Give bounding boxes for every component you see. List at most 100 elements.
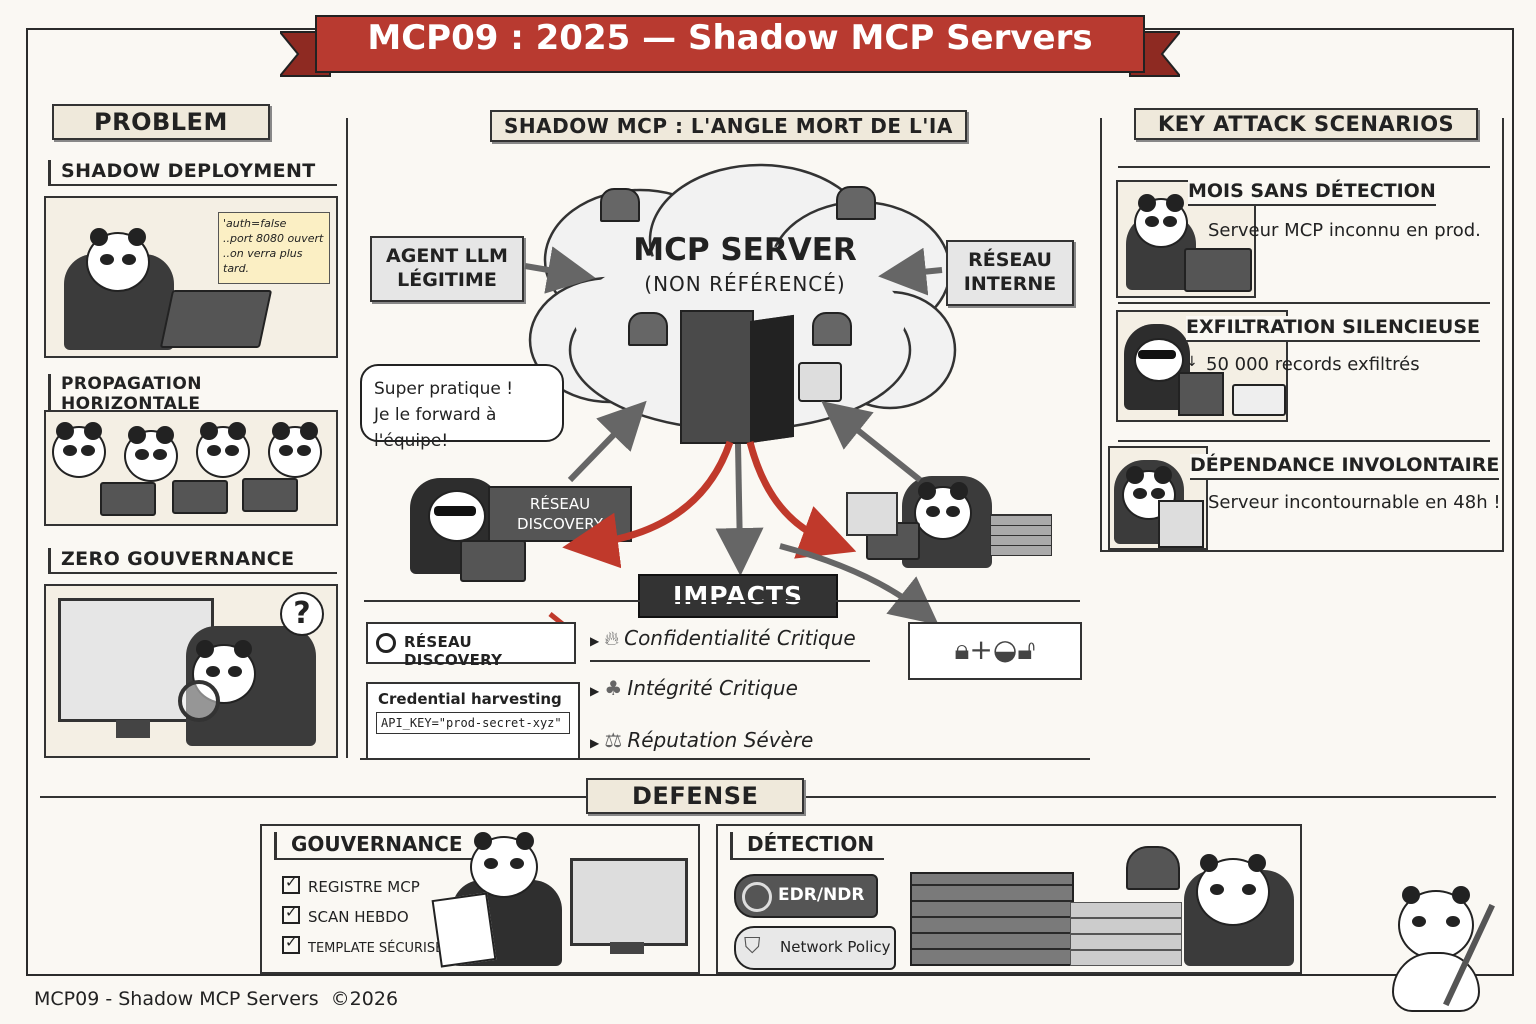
alarm-beacon-icon [836, 186, 876, 220]
vector-reseau-discovery-label: RÉSEAU DISCOVERY [404, 633, 503, 669]
impact-rule [590, 660, 870, 662]
search-icon [376, 633, 396, 653]
page-title: MCP09 : 2025 — Shadow MCP Servers [367, 18, 1093, 58]
hacker-face [428, 490, 486, 542]
monitor-stand [610, 942, 644, 954]
checklist-item-label: SCAN HEBDO [308, 908, 409, 926]
impacts-label: IMPACTS [673, 581, 803, 610]
problem-shadow-deployment-label: Shadow deployment [48, 160, 337, 186]
panda-icon [470, 832, 538, 898]
config-note: 'auth=false ..port 8080 ouvert ..on verr… [218, 212, 330, 284]
panda-icon [1134, 194, 1188, 248]
impact-integrite-label: Intégrité Critique [627, 676, 798, 700]
leaf-icon: ♣ [604, 676, 623, 700]
scenario-rule [1118, 440, 1490, 442]
impact-integrite: ▶ ♣ Intégrité Critique [590, 676, 798, 700]
panda-icon [86, 228, 150, 292]
play-bullet-icon: ▶ [590, 634, 600, 648]
laptop-icon [159, 290, 273, 348]
dashboard-monitor-icon [570, 858, 688, 946]
fire-icon: 🔥︎ [604, 626, 620, 650]
config-note-line: 'auth=false [223, 217, 287, 230]
lock-equation-box: 🔒︎+◒🔓︎ [908, 622, 1082, 680]
padlock-icon [798, 362, 842, 402]
propagation-scene [44, 410, 338, 526]
problem-column [36, 118, 348, 758]
checklist-item-label: REGISTRE MCP [308, 878, 420, 896]
mascot-panda-icon [1398, 886, 1474, 960]
problem-zero-gouvernance-label: Zero Gouvernance [48, 548, 337, 574]
footer-text: MCP09 - Shadow MCP Servers ©2026 [34, 988, 399, 1010]
laptop-icon [172, 480, 228, 514]
scales-icon: ⚖ [604, 728, 623, 752]
agent-llm-box: AGENT LLM LÉGITIME [370, 236, 524, 302]
panda-icon [268, 422, 322, 478]
sunglasses-icon [1138, 350, 1176, 359]
alarm-beacon-icon [600, 188, 640, 222]
config-note-line: ..port 8080 ouvert [223, 232, 324, 245]
checklist-item-label: TEMPLATE SÉCURISÉ [308, 941, 444, 956]
download-arrow-icon: ↓ [1186, 354, 1198, 370]
vector-credential-harvesting: Credential harvesting API_KEY="prod-secr… [366, 682, 580, 760]
scenario-1-text: Serveur MCP inconnu en prod. [1208, 220, 1481, 241]
impacts-banner: IMPACTS [638, 574, 838, 618]
panda-icon [124, 426, 178, 482]
agent-llm-label: AGENT LLM LÉGITIME [386, 245, 508, 291]
laptop-icon [100, 482, 156, 516]
scenario-rule [1118, 166, 1490, 168]
impact-confidentialite: ▶ 🔥︎ Confidentialité Critique [590, 626, 856, 650]
firewall-brick-wall [910, 872, 1074, 966]
scenario-2-title: EXFILTRATION SILENCIEUSE [1186, 316, 1480, 342]
impact-reputation-label: Réputation Sévère [627, 728, 814, 752]
reseau-interne-label: RÉSEAU INTERNE [963, 249, 1057, 295]
mcp-server-title: MCP SERVER [633, 232, 857, 268]
scenario-1-title: MOIS SANS DÉTECTION [1188, 180, 1436, 206]
scenario-2-text: 50 000 records exfiltrés [1206, 354, 1420, 375]
impacts-rule [364, 600, 1080, 602]
governance-checklist: REGISTRE MCP SCAN HEBDO TEMPLATE SÉCURIS… [282, 872, 443, 960]
speech-line: Je le forward à l'équipe! [374, 405, 497, 451]
speech-line: Super pratique ! [374, 379, 514, 399]
checklist-item: REGISTRE MCP [282, 873, 443, 896]
edr-ndr-label: EDR/NDR [778, 885, 865, 905]
brick-wall-icon [990, 514, 1052, 556]
padlock-open-icon: 🔓︎ [1017, 633, 1036, 666]
scenario-rule [1118, 302, 1490, 304]
flow-arrows [524, 246, 943, 630]
vector-reseau-discovery: RÉSEAU DISCOVERY [366, 622, 576, 669]
impact-confidentialite-label: Confidentialité Critique [624, 626, 856, 650]
question-mark-icon: ? [280, 592, 324, 636]
edr-ndr-device: EDR/NDR [734, 874, 878, 918]
config-note-line: ..on verra plus tard. [223, 247, 303, 275]
checkbox-checked-icon [282, 903, 300, 924]
shadow-deployment-scene: 'auth=false ..port 8080 ouvert ..on verr… [44, 196, 338, 358]
hacker-face [1134, 338, 1184, 382]
reseau-interne-box: RÉSEAU INTERNE [946, 240, 1074, 306]
governance-title: GOUVERNANCE [274, 832, 473, 860]
server-stack-icon [1178, 372, 1224, 416]
checkbox-checked-icon [282, 873, 300, 894]
alarm-beacon-icon [812, 312, 852, 346]
scenario-3-text: Serveur incontournable en 48h ! [1208, 492, 1501, 513]
alarm-beacon-icon [1126, 846, 1180, 890]
api-key-code: API_KEY="prod-secret-xyz" [376, 712, 570, 734]
play-bullet-icon: ▶ [590, 684, 600, 698]
scenario-3-title: DÉPENDANCE INVOLONTAIRE [1190, 454, 1500, 480]
vector-credential-label: Credential harvesting [378, 690, 562, 708]
network-policy-label: Network Policy [780, 938, 891, 956]
magnifier-icon [178, 680, 220, 722]
network-policy-device: ⛉ Network Policy [734, 926, 896, 970]
laptop-icon [242, 478, 298, 512]
plus-icon: + [969, 633, 993, 666]
scenarios-header: KEY ATTACK SCENARIOS [1134, 108, 1479, 140]
clipboard-icon [431, 892, 497, 968]
panda-icon [52, 422, 106, 478]
panda-icon [196, 422, 250, 478]
server-rack-icon [680, 310, 754, 444]
zero-gouvernance-scene: ? [44, 584, 338, 758]
usb-drive-icon [1232, 384, 1286, 416]
checkbox-checked-icon [282, 933, 300, 954]
monitor-stand [116, 720, 150, 738]
eye-sensor-icon [742, 882, 772, 912]
impact-reputation: ▶ ⚖ Réputation Sévère [590, 728, 813, 752]
